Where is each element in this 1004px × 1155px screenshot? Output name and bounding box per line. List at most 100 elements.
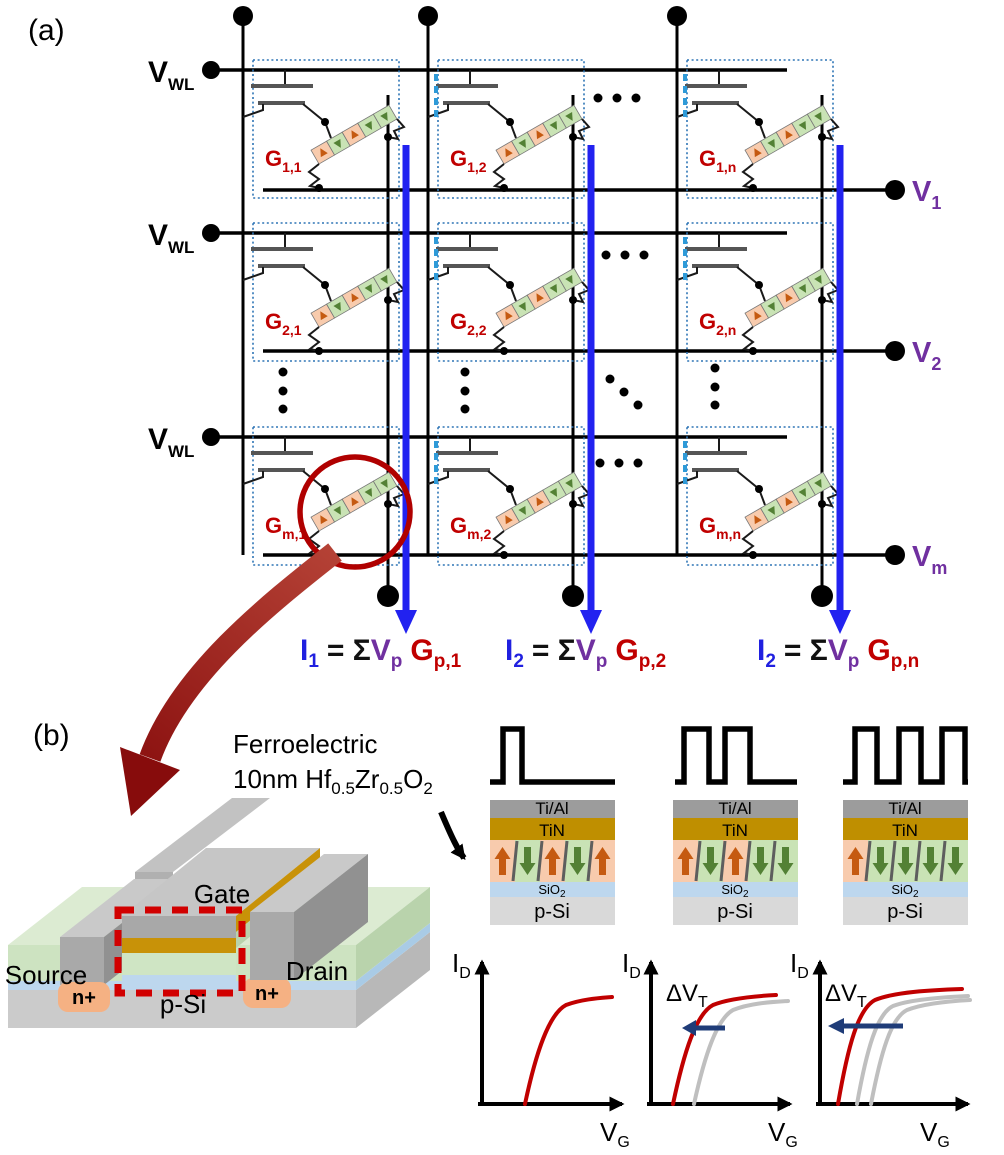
domain-wall xyxy=(889,840,897,882)
polarization-down-arrow xyxy=(519,847,536,875)
domain-wall xyxy=(586,840,594,882)
svg-text:p-Si: p-Si xyxy=(717,901,753,923)
vt-shift-arrow-icon xyxy=(828,1018,903,1034)
panel-b-label: (b) xyxy=(33,719,70,752)
gray-transfer-curve xyxy=(692,999,790,1106)
wordline-label-2: VWL xyxy=(148,219,194,257)
domain-wall xyxy=(744,840,752,882)
layer-stack-3: Ti/Al TiN SiO2 p-Si xyxy=(843,799,968,925)
transfer-plot-3: ΔVT ID VG xyxy=(790,948,972,1151)
delta-vt-label: ΔVT xyxy=(825,980,867,1011)
domain-wall xyxy=(511,840,519,882)
nplus-right-label: n+ xyxy=(255,983,279,1005)
panel-a-crossbar: (a) xyxy=(28,6,947,816)
domain-wall xyxy=(864,840,872,882)
gate-stack-highlight-box xyxy=(114,906,246,997)
wordline-label-1: VWL xyxy=(148,56,194,94)
source-label: Source xyxy=(5,960,87,990)
svg-text:G2,1: G2,1 xyxy=(265,309,302,338)
ferroelectric-caption: Ferroelectric 10nm Hf0.5Zr0.5O2 xyxy=(233,729,433,798)
row-voltage-label-1: V1 xyxy=(912,176,941,213)
gate-label: Gate xyxy=(194,879,250,909)
svg-text:p-Si: p-Si xyxy=(887,901,923,923)
svg-text:G1,2: G1,2 xyxy=(450,146,487,175)
svg-text:Ti/Al: Ti/Al xyxy=(718,799,751,818)
pulse-train-2 xyxy=(675,726,797,785)
polarization-up-arrow xyxy=(494,847,511,875)
svg-text:G2,n: G2,n xyxy=(699,309,736,338)
polarization-up-arrow xyxy=(594,847,611,875)
svg-text:ID: ID xyxy=(790,948,809,982)
pulse-train-3 xyxy=(843,726,968,785)
svg-text:Gm,2: Gm,2 xyxy=(450,513,491,542)
panel-a-label: (a) xyxy=(28,14,65,47)
svg-text:ID: ID xyxy=(452,948,471,982)
svg-text:TiN: TiN xyxy=(539,821,565,840)
red-transfer-curve xyxy=(836,987,964,1106)
svg-text:G2,2: G2,2 xyxy=(450,309,487,338)
svg-text:VG: VG xyxy=(600,1117,630,1151)
nplus-left-label: n+ xyxy=(72,987,96,1009)
row-output-lines xyxy=(263,188,895,557)
gray-transfer-curve xyxy=(855,994,970,1106)
panel-b-device: (b) Ferroelectric 10nm Hf0.5Zr0.5O2 xyxy=(5,719,972,1151)
svg-text:SiO2: SiO2 xyxy=(538,882,566,900)
delta-vt-label: ΔVT xyxy=(666,980,708,1011)
domain-wall xyxy=(536,840,544,882)
svg-text:SiO2: SiO2 xyxy=(891,882,919,900)
polarization-down-arrow xyxy=(702,847,719,875)
zoom-arrow-icon xyxy=(120,543,342,816)
polarization-down-arrow xyxy=(872,847,889,875)
layer-stack-2: Ti/Al TiN SiO2 p-Si xyxy=(673,799,798,925)
column-source-lines xyxy=(241,16,679,555)
svg-text:Ti/Al: Ti/Al xyxy=(535,799,568,818)
row-voltage-label-2: V2 xyxy=(912,337,941,374)
column-bit-lines xyxy=(386,95,824,596)
ellipsis-dots xyxy=(278,93,720,468)
svg-text:Gm,n: Gm,n xyxy=(699,513,741,542)
polarization-down-arrow xyxy=(922,847,939,875)
polarization-down-arrow xyxy=(897,847,914,875)
drain-label: Drain xyxy=(286,956,348,986)
pulse-train-1 xyxy=(490,726,615,785)
domain-wall xyxy=(939,840,947,882)
polarization-up-arrow xyxy=(544,847,561,875)
row-voltage-label-m: Vm xyxy=(912,541,947,578)
svg-text:Ti/Al: Ti/Al xyxy=(888,799,921,818)
svg-text:G1,1: G1,1 xyxy=(265,146,302,175)
domain-wall xyxy=(914,840,922,882)
svg-text:ID: ID xyxy=(622,948,641,982)
red-transfer-curve xyxy=(523,995,614,1106)
svg-text:VG: VG xyxy=(768,1117,798,1151)
polarization-up-arrow xyxy=(677,847,694,875)
polarization-up-arrow xyxy=(727,847,744,875)
domain-wall xyxy=(561,840,569,882)
svg-text:p-Si: p-Si xyxy=(534,901,570,923)
substrate-label: p-Si xyxy=(160,989,206,1019)
word-lines xyxy=(211,68,787,439)
svg-text:Ferroelectric: Ferroelectric xyxy=(233,729,377,759)
svg-text:VG: VG xyxy=(920,1117,950,1151)
domain-wall xyxy=(769,840,777,882)
polarization-down-arrow xyxy=(777,847,794,875)
svg-text:10nm Hf0.5Zr0.5O2: 10nm Hf0.5Zr0.5O2 xyxy=(233,764,433,798)
polarization-down-arrow xyxy=(752,847,769,875)
fefet-3d-device: Source Gate Drain p-Si n+ n+ xyxy=(5,798,430,1028)
svg-text:TiN: TiN xyxy=(722,821,748,840)
svg-text:SiO2: SiO2 xyxy=(721,882,749,900)
layer-stack-1: Ti/Al TiN SiO2 p-Si xyxy=(490,799,615,925)
transfer-plot-1: ID VG xyxy=(452,948,630,1151)
polarization-up-arrow xyxy=(847,847,864,875)
caption-pointer-arrow-icon xyxy=(438,810,467,861)
polarization-down-arrow xyxy=(569,847,586,875)
svg-text:G1,n: G1,n xyxy=(699,146,736,175)
terminal-dots xyxy=(202,6,905,607)
transfer-plot-2: ΔVT ID VG xyxy=(622,948,798,1151)
cell-labels: G1,1 G1,2 G1,n G2,1 G2,2 G2,n Gm,1 Gm,2 … xyxy=(265,146,741,542)
domain-wall xyxy=(694,840,702,882)
pulse-trains xyxy=(490,726,968,785)
red-highlight-circle xyxy=(297,454,413,570)
